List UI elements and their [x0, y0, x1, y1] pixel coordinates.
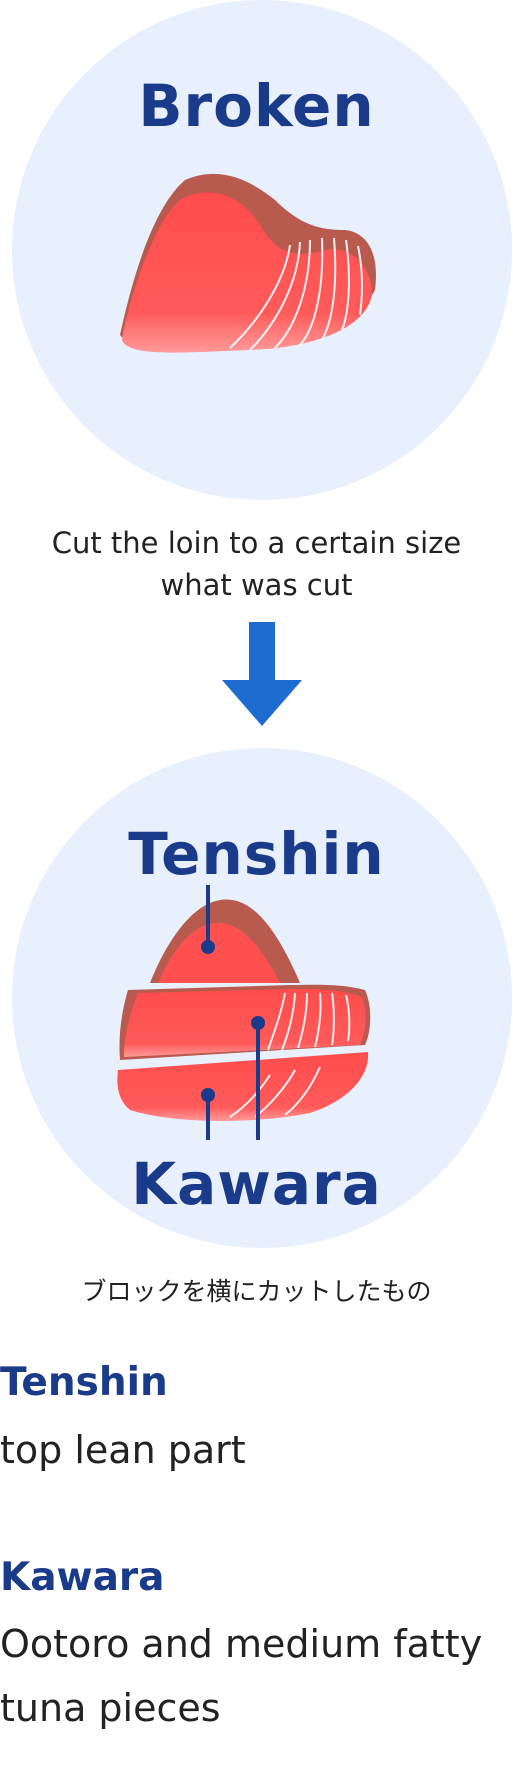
kawara-label: Kawara — [131, 1150, 382, 1218]
definition-desc-tenshin: top lean part — [0, 1428, 246, 1472]
cut-caption-line2: what was cut — [160, 568, 353, 602]
tuna-sliced-illustration — [117, 885, 371, 1140]
broken-title: Broken — [138, 72, 375, 140]
japanese-caption: ブロックを横にカットしたもの — [81, 1277, 432, 1306]
definition-desc-kawara: Ootoro and medium fatty tuna pieces — [0, 1622, 483, 1730]
definition-term-kawara: Kawara — [0, 1555, 165, 1600]
tenshin-label: Tenshin — [128, 820, 385, 888]
tuna-loin-illustration — [120, 173, 376, 353]
cut-caption-line1: Cut the loin to a certain size — [51, 526, 462, 560]
cut-caption: Cut the loin to a certain size what was … — [0, 522, 513, 606]
down-arrow-icon — [222, 622, 302, 726]
definition-term-tenshin: Tenshin — [0, 1360, 168, 1405]
